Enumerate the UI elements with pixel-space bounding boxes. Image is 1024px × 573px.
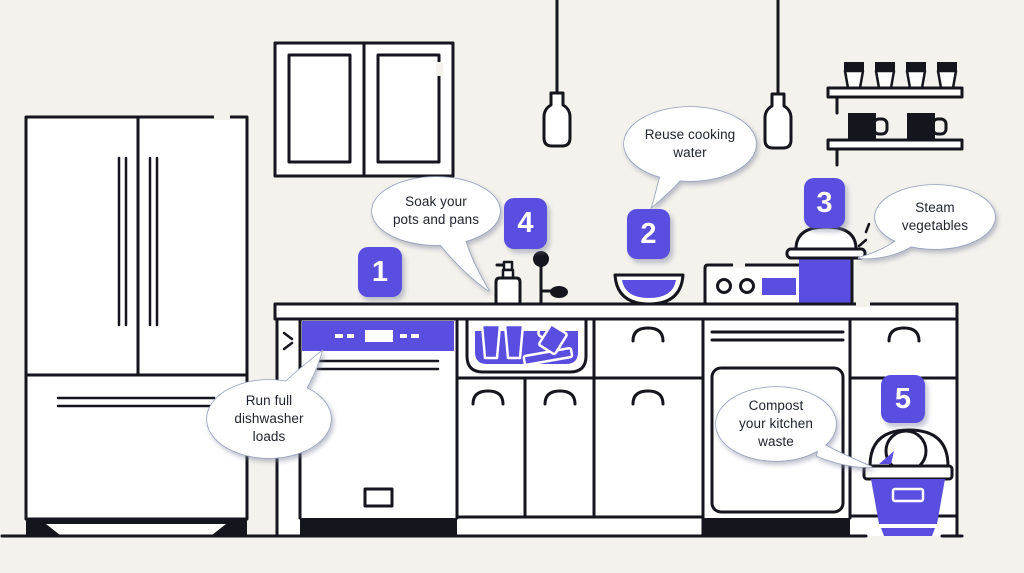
countertop-illustration xyxy=(273,301,959,321)
step-number: 4 xyxy=(517,207,534,239)
step-badge-3: 3 xyxy=(804,178,845,228)
tip-text-compost-your-kitchen-waste: Compost your kitchen waste xyxy=(739,398,813,449)
bowl-of-water-illustration xyxy=(613,273,685,308)
mug-shelf-illustration xyxy=(826,113,964,167)
pendant-light-icon xyxy=(542,0,793,150)
speech-bubbles xyxy=(206,106,996,468)
step-number: 3 xyxy=(816,186,833,219)
tip-bubble-2 xyxy=(623,106,757,210)
step-badge-1: 1 xyxy=(358,247,402,297)
step-number: 1 xyxy=(371,255,389,288)
step-badge-5: 5 xyxy=(881,375,925,423)
faucet-icon xyxy=(533,251,568,306)
soap-dispenser-icon xyxy=(494,260,522,306)
tip-bubble-1 xyxy=(206,348,332,459)
step-badge-2: 2 xyxy=(627,209,670,259)
step-badge-4: 4 xyxy=(504,198,547,249)
tip-text-soak-your-pots-and-pans: Soak your pots and pans xyxy=(392,194,480,227)
tip-text-reuse-cooking-water: Reuse cooking water xyxy=(644,127,736,160)
dishwasher-illustration xyxy=(282,317,457,536)
tip-bubble-4 xyxy=(371,176,501,292)
step-number: 2 xyxy=(640,217,657,250)
step-number: 5 xyxy=(894,382,912,415)
tip-bubble-5 xyxy=(715,386,873,468)
glass-shelf-illustration xyxy=(826,62,964,115)
tip-text-run-full-dishwasher-loads: Run full dishwasher loads xyxy=(234,393,304,444)
compost-bin-illustration xyxy=(862,428,954,536)
refrigerator-illustration xyxy=(24,113,249,536)
stove-illustration xyxy=(703,217,871,306)
tip-text-steam-vegetables: Steam vegetables xyxy=(901,200,969,233)
wall-cabinet-illustration xyxy=(273,41,455,178)
tip-bubble-3 xyxy=(857,184,996,260)
sink-illustration xyxy=(465,317,588,374)
